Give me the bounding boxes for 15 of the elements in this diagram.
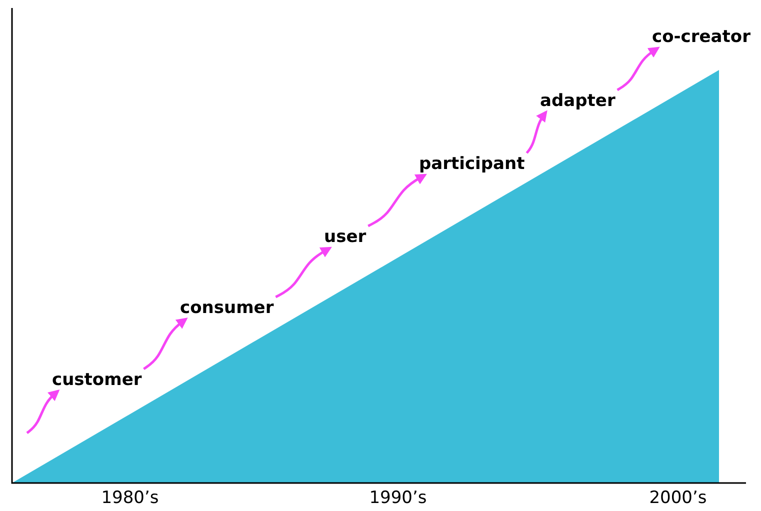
stage-label: user [324, 227, 366, 247]
arrow [275, 246, 332, 298]
arrow [26, 390, 60, 434]
axis-tick-label: 1990’s [369, 488, 427, 508]
stage-label: participant [419, 154, 525, 174]
axis-tick-label: 1980’s [101, 488, 159, 508]
axis-tick-label: 2000’s [649, 488, 707, 508]
stage-label: co-creator [652, 27, 750, 47]
arrow [368, 174, 427, 228]
arrow [616, 46, 660, 92]
stage-label: customer [52, 370, 142, 390]
arrow [143, 318, 188, 370]
arrow [526, 110, 548, 154]
stage-label: consumer [180, 298, 274, 318]
stage-label: adapter [540, 91, 616, 111]
